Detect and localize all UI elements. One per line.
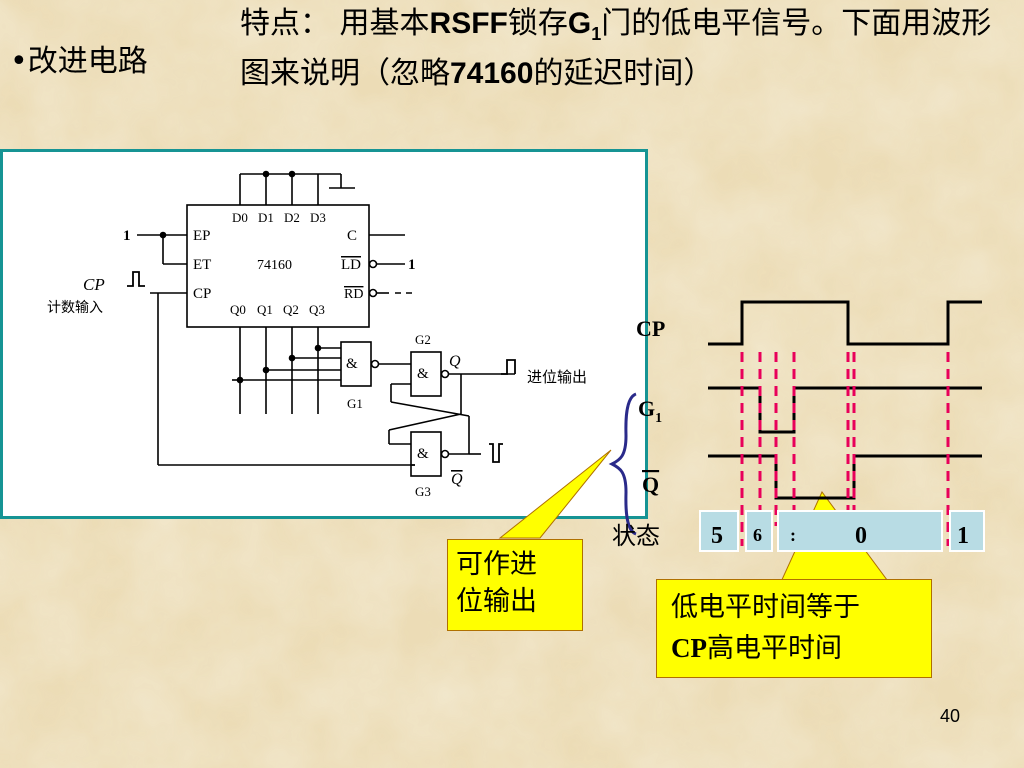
cp-input-caption: 计数输入 <box>47 300 103 316</box>
pin-d3-label: D3 <box>310 210 326 225</box>
d-input-bus <box>239 170 355 205</box>
state-ellipsis: : <box>790 525 796 545</box>
cp-wave-label: CP <box>636 316 665 341</box>
brace-icon <box>608 392 637 536</box>
pin-q1-label: Q1 <box>257 302 273 317</box>
pin-c-label: C <box>347 228 357 244</box>
state-0: 0 <box>855 523 867 549</box>
cp-input-label: CP <box>83 275 105 294</box>
callout-carry-output: 可作进 位输出 <box>447 539 583 631</box>
input-one-ld: 1 <box>408 257 416 273</box>
circuit-diagram: 1 EP ET CP D0 D1 D2 D3 74160 C LD RD 1 Q… <box>47 170 587 499</box>
state-5: 5 <box>711 523 723 549</box>
qbar-waveform <box>708 454 982 500</box>
state-row-label: 状态 <box>612 522 660 550</box>
pin-rd-label: RD <box>344 287 363 302</box>
gate-g3-symbol: & <box>417 446 429 462</box>
rs-cross-coupling <box>388 374 503 466</box>
gate-g1-symbol: & <box>346 356 358 372</box>
pin-q3-label: Q3 <box>309 302 325 317</box>
gate-g2-symbol: & <box>417 366 429 382</box>
qbar-output-label: Q <box>451 471 463 488</box>
callout-left-line2: 位输出 <box>456 586 537 617</box>
callout-right-line2: CP高电平时间 <box>671 633 842 664</box>
pin-d1-label: D1 <box>258 210 274 225</box>
pin-q0-label: Q0 <box>230 302 246 317</box>
callout-right-line1: 低电平时间等于 <box>671 592 860 623</box>
input-one-ep: 1 <box>123 228 131 244</box>
gate-g2-label: G2 <box>415 332 431 347</box>
pin-d2-label: D2 <box>284 210 300 225</box>
g1-waveform <box>708 386 982 434</box>
callout-left-line1: 可作进 <box>456 549 537 580</box>
state-row <box>699 510 985 552</box>
callout-arrow-left <box>498 449 612 539</box>
pin-d0-label: D0 <box>232 210 248 225</box>
left-inputs <box>127 231 415 466</box>
page-number: 40 <box>940 706 961 726</box>
pin-ep-label: EP <box>193 228 211 244</box>
pin-cp-label: CP <box>193 286 211 302</box>
chip-name: 74160 <box>257 258 292 273</box>
state-1: 1 <box>957 523 969 549</box>
right-pins <box>368 234 413 298</box>
callout-low-time: 低电平时间等于 CP高电平时间 <box>656 579 932 678</box>
g1-wave-label: G1 <box>638 396 662 426</box>
waveform-diagram: CP G1 Q 5 6 : 0 1 状态 <box>612 300 985 552</box>
slide-title: 特点： 用基本RSFF锁存G1门的低电平信号。下面用波形图来说明（忽略74160… <box>240 6 992 91</box>
pin-et-label: ET <box>193 257 211 273</box>
q-output-label: Q <box>449 353 461 370</box>
bullet-heading: •改进电路 <box>10 44 148 79</box>
cp-waveform <box>708 300 982 346</box>
gate-g1-label: G1 <box>347 396 363 411</box>
circuit-panel: 1 EP ET CP D0 D1 D2 D3 74160 C LD RD 1 Q… <box>0 149 648 519</box>
gate-g3-label: G3 <box>415 484 431 499</box>
timing-dashes <box>740 352 950 546</box>
qbar-wave-label: Q <box>642 472 659 497</box>
callout-pointer <box>498 392 637 539</box>
counter-chip-box <box>186 204 370 328</box>
pin-ld-label: LD <box>341 257 361 273</box>
pin-q2-label: Q2 <box>283 302 299 317</box>
q-output-bus <box>232 327 341 414</box>
carry-output-label: 进位输出 <box>527 368 587 386</box>
state-6: 6 <box>753 525 762 545</box>
